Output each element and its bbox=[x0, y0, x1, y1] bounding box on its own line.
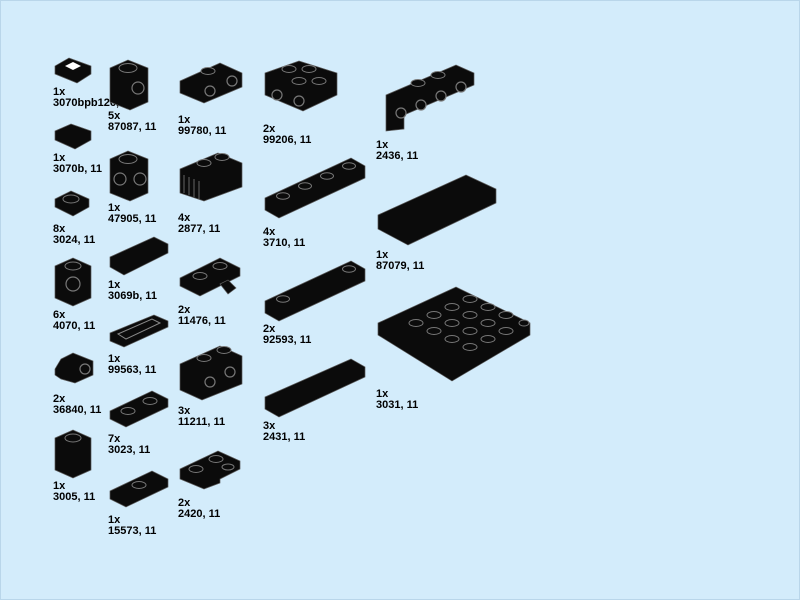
part-code: 15573, 11 bbox=[108, 525, 157, 537]
tile-1x1-icon bbox=[54, 123, 92, 150]
tile-2x4-icon bbox=[377, 174, 497, 246]
brick-1x1-icon bbox=[54, 429, 92, 479]
part-code: 3710, 11 bbox=[263, 237, 306, 249]
plate-1x2-clip-icon bbox=[179, 257, 241, 297]
part-15573: 1x 15573, 11 bbox=[108, 469, 178, 541]
part-code: 87087, 11 bbox=[108, 121, 157, 133]
part-4070: 6x 4070, 11 bbox=[53, 256, 113, 334]
part-quantity: 1x bbox=[376, 139, 389, 151]
part-3069b: 1x 3069b, 11 bbox=[108, 235, 178, 303]
part-2877: 4x 2877, 11 bbox=[178, 149, 248, 235]
part-code: 2436, 11 bbox=[376, 150, 419, 162]
part-quantity: 1x bbox=[108, 514, 121, 526]
tile-1x4-icon bbox=[264, 358, 366, 418]
part-99563: 1x 99563, 11 bbox=[108, 313, 178, 379]
part-3024: 8x 3024, 11 bbox=[53, 189, 113, 247]
brick-1x2-grille-icon bbox=[179, 152, 243, 202]
part-quantity: 2x bbox=[263, 323, 276, 335]
part-47905: 1x 47905, 11 bbox=[108, 149, 168, 225]
brick-1x1-two-side-studs-icon bbox=[109, 150, 149, 202]
plate-4x4-icon bbox=[377, 286, 531, 382]
part-quantity: 2x bbox=[53, 393, 66, 405]
part-quantity: 1x bbox=[108, 202, 121, 214]
part-quantity: 5x bbox=[108, 110, 121, 122]
part-code: 99206, 11 bbox=[263, 134, 312, 146]
part-quantity: 1x bbox=[53, 152, 66, 164]
part-code: 3070b, 11 bbox=[53, 163, 102, 175]
part-quantity: 3x bbox=[178, 405, 191, 417]
part-11476: 2x 11476, 11 bbox=[178, 254, 248, 330]
part-quantity: 4x bbox=[178, 212, 191, 224]
part-code: 47905, 11 bbox=[108, 213, 157, 225]
part-code: 3069b, 11 bbox=[108, 290, 157, 302]
plate-1x2-icon bbox=[109, 390, 169, 428]
bracket-1x2-inverted-icon bbox=[179, 62, 243, 104]
jumper-plate-1x2-icon bbox=[109, 470, 169, 508]
part-92593: 2x 92593, 11 bbox=[263, 259, 373, 349]
part-code: 3023, 11 bbox=[108, 444, 151, 456]
part-quantity: 1x bbox=[178, 114, 191, 126]
part-3005: 1x 3005, 11 bbox=[53, 428, 113, 504]
part-87087: 5x 87087, 11 bbox=[108, 58, 168, 134]
part-quantity: 1x bbox=[53, 480, 66, 492]
part-87079: 1x 87079, 11 bbox=[376, 173, 501, 273]
part-code: 4070, 11 bbox=[53, 320, 96, 332]
brick-1x2-side-studs-icon bbox=[179, 345, 243, 401]
part-code: 11211, 11 bbox=[178, 416, 226, 428]
part-quantity: 3x bbox=[263, 420, 276, 432]
part-code: 99780, 11 bbox=[178, 125, 227, 137]
tile-1x1-printed-icon bbox=[54, 57, 92, 84]
part-code: 11476, 11 bbox=[178, 315, 226, 327]
ingot-tile-icon bbox=[109, 314, 169, 348]
part-code: 92593, 11 bbox=[263, 334, 312, 346]
brick-1x1-side-stud-icon bbox=[109, 59, 149, 111]
part-36840: 2x 36840, 11 bbox=[53, 349, 113, 417]
part-2436: 1x 2436, 11 bbox=[376, 61, 476, 165]
part-11211: 3x 11211, 11 bbox=[178, 342, 248, 430]
brick-1x1-headlight-icon bbox=[54, 257, 92, 307]
part-code: 36840, 11 bbox=[53, 404, 102, 416]
part-code: 3031, 11 bbox=[376, 399, 419, 411]
part-quantity: 8x bbox=[53, 223, 66, 235]
part-quantity: 1x bbox=[108, 353, 121, 365]
part-quantity: 2x bbox=[178, 497, 191, 509]
part-code: 2431, 11 bbox=[263, 431, 306, 443]
part-2431: 3x 2431, 11 bbox=[263, 357, 373, 445]
part-quantity: 7x bbox=[108, 433, 121, 445]
plate-1x1-icon bbox=[54, 190, 90, 217]
part-code: 2877, 11 bbox=[178, 223, 221, 235]
plate-2x2-side-studs-icon bbox=[264, 60, 338, 112]
part-code: 99563, 11 bbox=[108, 364, 157, 376]
part-99206: 2x 99206, 11 bbox=[263, 59, 343, 147]
part-quantity: 1x bbox=[376, 388, 389, 400]
part-quantity: 2x bbox=[178, 304, 191, 316]
part-quantity: 6x bbox=[53, 309, 66, 321]
part-quantity: 1x bbox=[53, 86, 66, 98]
part-3710: 4x 3710, 11 bbox=[263, 156, 373, 249]
part-3031: 1x 3031, 11 bbox=[376, 283, 531, 413]
part-code: 3024, 11 bbox=[53, 234, 96, 246]
part-code: 2420, 11 bbox=[178, 508, 221, 520]
tile-1x2-icon bbox=[109, 236, 169, 276]
plate-1x4-icon bbox=[264, 157, 366, 219]
part-quantity: 1x bbox=[108, 279, 121, 291]
plate-2x2-corner-icon bbox=[179, 450, 241, 490]
part-quantity: 1x bbox=[376, 249, 389, 261]
part-3070b: 1x 3070b, 11 bbox=[53, 122, 113, 177]
part-99780: 1x 99780, 11 bbox=[178, 59, 258, 139]
bracket-1x1-icon bbox=[54, 352, 94, 384]
part-code: 87079, 11 bbox=[376, 260, 425, 272]
plate-1x4-two-studs-icon bbox=[264, 260, 366, 322]
part-2420: 2x 2420, 11 bbox=[178, 447, 248, 523]
bracket-1x4-icon bbox=[385, 64, 475, 132]
part-quantity: 4x bbox=[263, 226, 276, 238]
part-code: 3005, 11 bbox=[53, 491, 96, 503]
part-quantity: 2x bbox=[263, 123, 276, 135]
part-3023: 7x 3023, 11 bbox=[108, 389, 178, 459]
